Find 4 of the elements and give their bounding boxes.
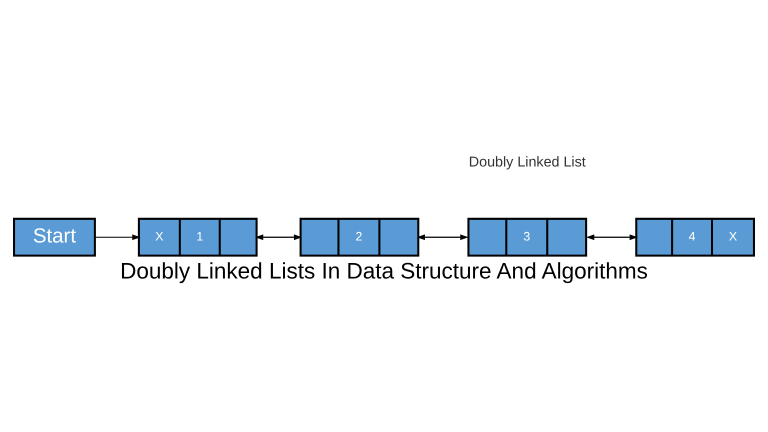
node-box: Start (13, 217, 96, 256)
label: Doubly Linked List (468, 154, 586, 170)
diagram-title: Doubly Linked Lists In Data Structure And Algorithms (120, 258, 648, 283)
arrow (94, 234, 140, 240)
